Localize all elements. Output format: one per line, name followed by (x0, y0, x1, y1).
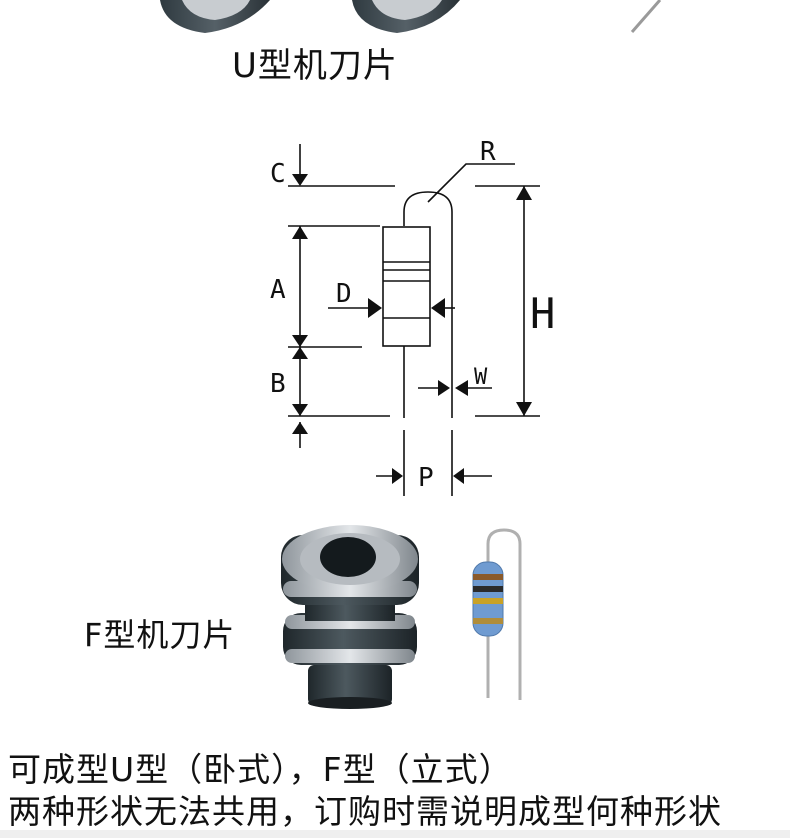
resistor-image (472, 528, 522, 700)
dim-label-c: C (270, 159, 286, 189)
u-blade-images (160, 0, 662, 33)
f-blade-image (281, 525, 419, 709)
note-forming-types: 可成型U型（卧式），F型（立式） (8, 750, 513, 789)
dim-label-w: W (474, 365, 488, 390)
u-blade-right-image (352, 0, 460, 33)
dim-label-b: B (270, 369, 286, 399)
note-ordering: 两种形状无法共用，订购时需说明成型何种形状 (8, 792, 722, 831)
dim-label-d: D (336, 279, 352, 309)
u-lead-wire (630, 0, 662, 33)
dim-label-a: A (270, 275, 286, 305)
dim-label-p: P (418, 463, 434, 493)
bottom-divider (0, 830, 790, 838)
f-type-caption: F型机刀片 (84, 616, 236, 654)
dim-label-h: H (530, 289, 555, 338)
dim-label-r: R (480, 137, 496, 167)
u-type-caption: U型机刀片 (232, 46, 398, 86)
dimension-diagram: C A B D R H W P (270, 137, 555, 496)
u-blade-left-image (160, 0, 270, 33)
